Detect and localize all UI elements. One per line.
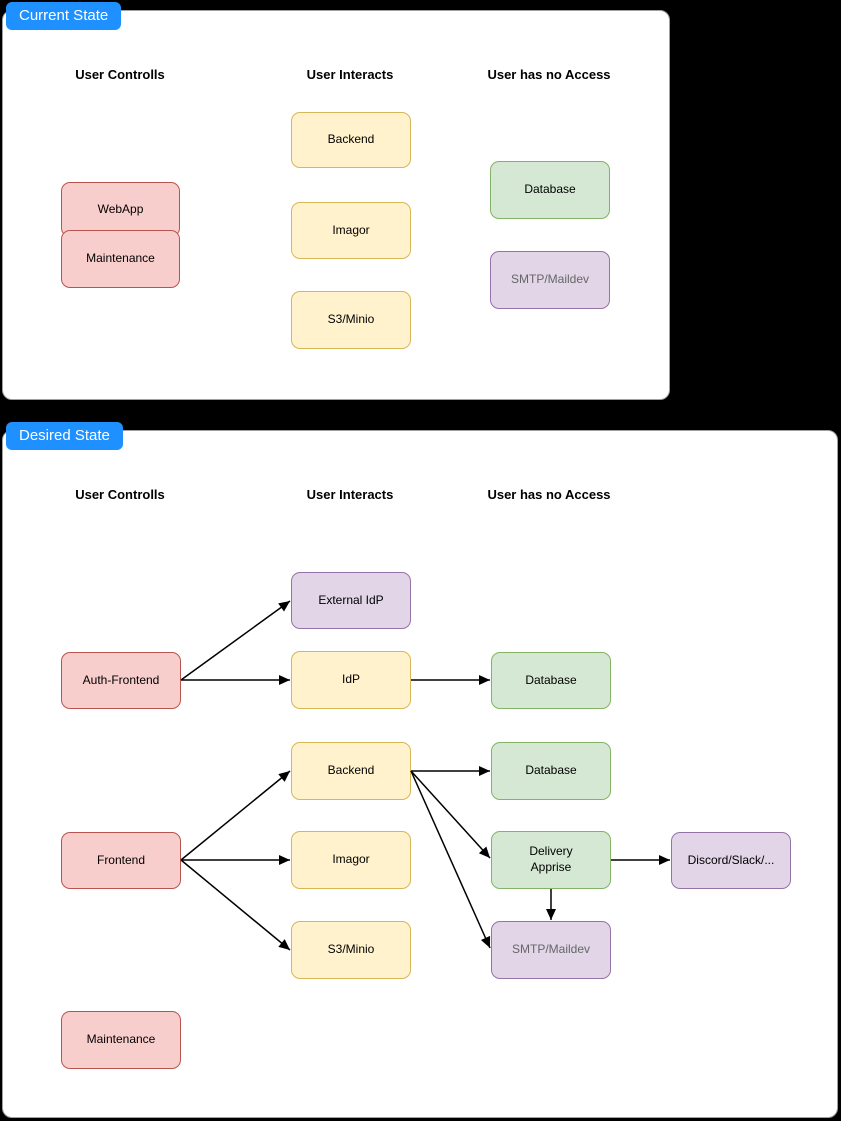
desired-state-column-header-user-interacts: User Interacts (306, 487, 394, 502)
desired-state-column-header-user-controlls: User Controlls (75, 487, 165, 502)
desired-state-node-frontend: Frontend (61, 832, 181, 889)
desired-state-node-database-idp: Database (491, 652, 611, 709)
desired-state-label: Desired State (6, 422, 123, 450)
desired-state-node-discord-slack: Discord/Slack/... (671, 832, 791, 889)
desired-state-node-backend: Backend (291, 742, 411, 800)
desired-state-node-imagor: Imagor (291, 831, 411, 889)
desired-state-node-delivery-apprise: Delivery Apprise (491, 831, 611, 889)
desired-state-node-smtp-maildev: SMTP/Maildev (491, 921, 611, 979)
desired-state-node-auth-frontend: Auth-Frontend (61, 652, 181, 709)
current-state-column-header-user-controlls: User Controlls (75, 67, 165, 82)
current-state-node-maintenance: Maintenance (61, 230, 180, 288)
current-state-column-header-user-interacts: User Interacts (306, 67, 394, 82)
desired-state-node-idp: IdP (291, 651, 411, 709)
current-state-node-webapp: WebApp (61, 182, 180, 237)
current-state-node-database: Database (490, 161, 610, 219)
desired-state-node-maintenance: Maintenance (61, 1011, 181, 1069)
current-state-node-smtp-maildev: SMTP/Maildev (490, 251, 610, 309)
desired-state-node-s3-minio: S3/Minio (291, 921, 411, 979)
current-state-column-header-user-has-no-access: User has no Access (487, 67, 611, 82)
desired-state-node-external-idp: External IdP (291, 572, 411, 629)
current-state-label: Current State (6, 2, 122, 30)
current-state-node-backend: Backend (291, 112, 411, 168)
current-state-node-imagor: Imagor (291, 202, 411, 259)
desired-state-node-database-backend: Database (491, 742, 611, 800)
desired-state-column-header-user-has-no-access: User has no Access (487, 487, 611, 502)
current-state-node-s3-minio: S3/Minio (291, 291, 411, 349)
